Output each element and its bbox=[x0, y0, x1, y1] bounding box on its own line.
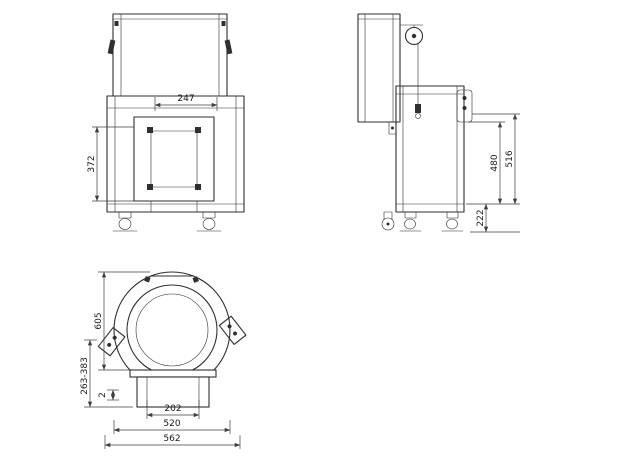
front-view: 247 372 bbox=[87, 13, 245, 232]
side-mast bbox=[357, 13, 401, 123]
front-mast bbox=[107, 13, 233, 97]
front-dim-height-label: 372 bbox=[87, 155, 97, 172]
front-body bbox=[106, 95, 245, 213]
side-pulley bbox=[399, 24, 424, 119]
side-dim-480-label: 480 bbox=[490, 154, 500, 171]
front-dim-width: 247 bbox=[154, 94, 218, 111]
ring-dim-202-label: 202 bbox=[164, 404, 181, 414]
ring-view: 605 263-383 2 202 520 bbox=[80, 271, 247, 449]
ring-dim-520: 520 bbox=[113, 419, 231, 434]
ring-dim-gap-label: 2 bbox=[98, 392, 108, 398]
ring-dim-202: 202 bbox=[146, 400, 200, 419]
ring-dim-605: 605 bbox=[94, 271, 150, 371]
side-body bbox=[388, 85, 473, 213]
ring-bracket-left bbox=[97, 327, 126, 357]
ring-dim-range: 263-383 bbox=[80, 339, 133, 408]
ring-dim-605-label: 605 bbox=[94, 312, 104, 329]
side-dim-222-label: 222 bbox=[476, 209, 486, 226]
ring-dim-range-label: 263-383 bbox=[80, 357, 90, 395]
side-dim-222: 222 bbox=[470, 203, 520, 233]
front-door-frame bbox=[133, 116, 215, 213]
side-dim-516-label: 516 bbox=[505, 150, 515, 167]
front-feet bbox=[112, 211, 222, 232]
side-dim-480: 480 bbox=[466, 121, 520, 205]
ring-pedestal bbox=[129, 369, 217, 408]
side-view: 480 516 222 bbox=[357, 13, 520, 233]
ring-dim-562-label: 562 bbox=[163, 434, 180, 444]
ring-bracket-right bbox=[218, 315, 247, 345]
front-dim-width-label: 247 bbox=[177, 94, 194, 104]
side-feet bbox=[381, 211, 464, 232]
ring-dim-gap: 2 bbox=[98, 389, 119, 401]
ring-dim-562: 562 bbox=[104, 434, 241, 449]
side-dim-516: 516 bbox=[472, 113, 520, 205]
ring-dim-520-label: 520 bbox=[163, 419, 180, 429]
front-dim-height: 372 bbox=[87, 126, 134, 202]
